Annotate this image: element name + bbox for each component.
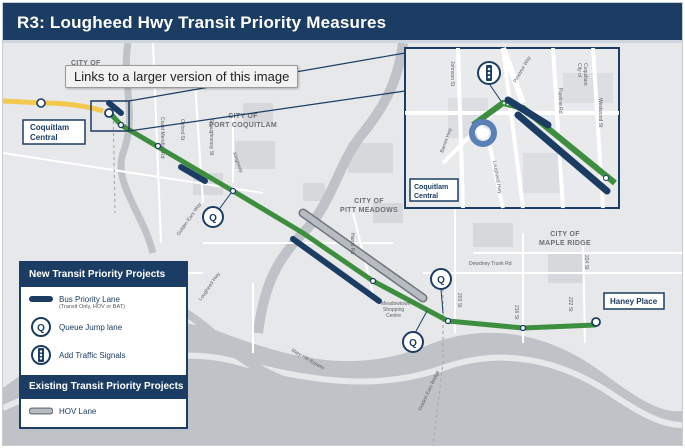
haney-place-label[interactable]: Haney Place	[603, 292, 665, 310]
bus-lane-symbol	[29, 296, 53, 302]
pitt-river	[253, 43, 408, 334]
street-203: 203 St	[456, 293, 462, 308]
legend-row-signals: Add Traffic Signals	[21, 343, 186, 371]
legend-signals-label: Add Traffic Signals	[59, 351, 126, 360]
bus-priority-lanes[interactable]	[106, 100, 382, 304]
haney-place-station[interactable]	[591, 317, 601, 327]
street-coast-meridian: Coast Meridian Rd	[159, 117, 165, 159]
place-pitt-meadows-line1: CITY OF	[354, 198, 384, 205]
map-legend: New Transit Priority Projects Bus Priori…	[19, 261, 188, 429]
label-meadowtown-2: Shopping	[383, 307, 404, 313]
route-stops	[117, 121, 527, 332]
queue-jump-symbol: Q	[209, 213, 217, 224]
label-meadowtown-3: Centre	[386, 313, 401, 319]
queue-jump-markers[interactable]: Q Q Q	[202, 192, 452, 353]
queue-jump-symbol: Q	[409, 338, 417, 349]
place-city-of-co-line1: CITY OF	[71, 60, 101, 67]
place-maple-ridge-line1: CITY OF	[550, 231, 580, 238]
legend-new-heading: New Transit Priority Projects	[21, 263, 186, 287]
inset-source-box	[90, 100, 130, 132]
queue-jump-legend-icon: Q	[31, 317, 51, 337]
inset-street-pipeline: Pipeline Rd	[557, 88, 563, 114]
page-title: R3: Lougheed Hwy Transit Priority Measur…	[17, 13, 387, 32]
image-link-tooltip: Links to a larger version of this image	[65, 65, 299, 88]
hov-lane-symbol	[29, 407, 53, 415]
inset-street-johnson: Johnson St	[449, 61, 455, 87]
title-bar: R3: Lougheed Hwy Transit Priority Measur…	[3, 3, 682, 43]
street-shaughnessy: Shaughnessy St	[208, 119, 214, 156]
inset-place-coquitlam-2: Coquitlam	[582, 63, 588, 86]
street-222: 222 St	[567, 297, 573, 312]
inset-coquitlam-central-line1: Coquitlam	[414, 184, 448, 191]
street-216: 216 St	[513, 305, 519, 320]
hov-lane[interactable]	[300, 210, 426, 301]
municipal-boundary	[112, 102, 116, 214]
legend-hov-label: HOV Lane	[59, 407, 97, 416]
street-oxford: Oxford St	[179, 119, 185, 141]
place-maple-ridge-line2: MAPLE RIDGE	[539, 240, 591, 247]
queue-jump-legend-symbol: Q	[37, 323, 45, 334]
highway-station-dot[interactable]	[36, 98, 46, 108]
traffic-signal-legend-icon	[31, 345, 51, 365]
queue-jump-symbol: Q	[437, 275, 445, 286]
legend-row-hov: HOV Lane	[21, 399, 186, 427]
inset-street-lougheed: Lougheed Hwy	[491, 160, 503, 194]
place-port-coquitlam-line1: CITY OF	[228, 113, 258, 120]
legend-bus-lane-sub: (Transit Only, HOV or BAT)	[59, 304, 125, 310]
title-stripe	[3, 40, 682, 43]
coquitlam-central-station[interactable]	[104, 108, 114, 118]
haney-place-text: Haney Place	[610, 297, 658, 306]
inset-coquitlam-central-line2: Central	[414, 193, 438, 200]
coquitlam-central-label[interactable]: Coquitlam Central	[22, 119, 86, 145]
coquitlam-central-line1: Coquitlam	[30, 123, 69, 132]
urban-areas	[193, 103, 583, 283]
legend-row-bus-lane: Bus Priority Lane (Transit Only, HOV or …	[21, 287, 186, 315]
place-pitt-meadows-line2: PITT MEADOWS	[340, 207, 398, 214]
callout-line-bottom	[128, 90, 406, 132]
street-harris: Harris Rd	[349, 233, 355, 254]
coquitlam-central-line2: Central	[30, 133, 58, 142]
inset-place-coquitlam-1: City of	[576, 63, 582, 78]
legend-queue-jump-label: Queue Jump lane	[59, 323, 123, 332]
legend-row-queue-jump: Q Queue Jump lane	[21, 315, 186, 343]
inset-map[interactable]: Johnson St Pinetree Way Pipeline Rd West…	[404, 46, 620, 209]
label-meadowtown-1: Meadowtown	[381, 301, 411, 307]
inset-street-westwood: Westwood St	[597, 98, 603, 128]
place-port-coquitlam-line2: PORT COQUITLAM	[209, 122, 277, 129]
street-224: 224 St	[583, 255, 589, 270]
street-dewdney: Dewdney Trunk Rd	[469, 261, 512, 267]
legend-bus-lane-label: Bus Priority Lane	[59, 295, 120, 304]
legend-existing-heading: Existing Transit Priority Projects	[21, 375, 186, 399]
